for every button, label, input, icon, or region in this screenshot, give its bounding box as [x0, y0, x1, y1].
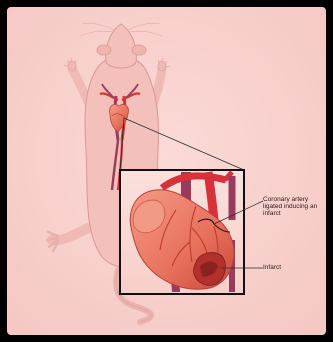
zoom-inset-heart	[120, 170, 244, 294]
infarct-label: Infarct	[263, 264, 303, 271]
coronary-ligation-label: Coronary artery ligated inducing an infa…	[263, 196, 323, 217]
